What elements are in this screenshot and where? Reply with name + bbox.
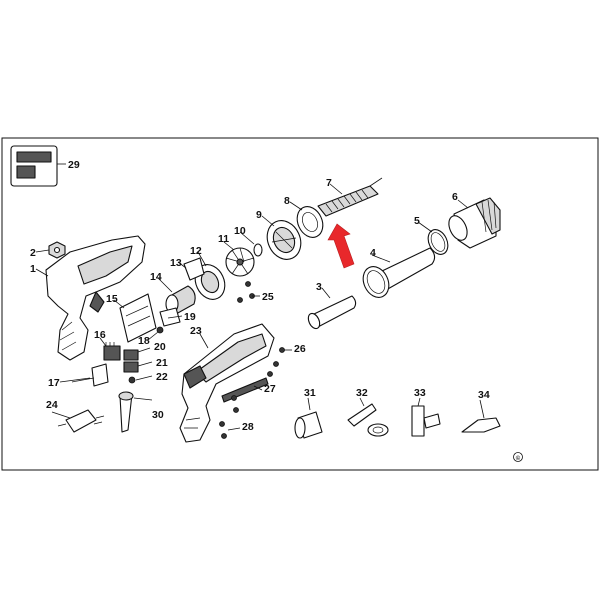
part-31-reducer-nozzle: [294, 397, 323, 439]
part-3-inner-tube: [307, 287, 357, 330]
part-12-motor-plate: [194, 251, 226, 300]
part-6-nozzle-cap: [448, 197, 501, 249]
part-32-reflector-nozzle: [347, 397, 389, 437]
part-29-label-plate: [10, 145, 66, 187]
part-30-stand: [118, 391, 153, 433]
callout-30: 30: [152, 409, 164, 421]
callout-32: 32: [356, 387, 368, 399]
callout-14: 14: [150, 271, 162, 283]
callout-13: 13: [170, 257, 182, 269]
part-34-flat-nozzle: [461, 399, 501, 433]
part-10-washer: [239, 231, 263, 257]
callout-22: 22: [156, 371, 168, 383]
part-16-switch: [99, 337, 121, 361]
part-17-cord-guard: [59, 363, 109, 387]
callout-10: 10: [234, 225, 246, 237]
callout-11: 11: [218, 233, 229, 245]
part-9-fan-cover: [261, 215, 302, 260]
part-21-connector: [123, 361, 153, 373]
callout-29: 29: [68, 159, 80, 171]
part-19-spring: [159, 307, 183, 327]
callout-19: 19: [184, 311, 196, 323]
callout-labels: 1234567891011121314151617181920212223242…: [30, 159, 490, 433]
part-7-heating-element: [317, 177, 383, 217]
callout-21: 21: [156, 357, 168, 369]
callout-4: 4: [370, 247, 376, 259]
part-23-heat-gun-assembly: [179, 323, 275, 443]
part-4-outer-tube: [362, 247, 436, 298]
callout-26: 26: [294, 343, 306, 355]
diagram-frame: [1, 137, 599, 471]
callout-20: 20: [154, 341, 166, 353]
copyright-symbol: ©: [516, 455, 521, 462]
part-28-screws: [219, 395, 241, 439]
callout-31: 31: [304, 387, 316, 399]
callout-34: 34: [478, 389, 490, 401]
callout-18: 18: [138, 335, 150, 347]
part-15-circuit-board: [113, 293, 157, 343]
callout-15: 15: [106, 293, 118, 305]
part-33-glass-protector-nozzle: [411, 397, 441, 437]
callout-27: 27: [264, 383, 276, 395]
highlight-arrow-icon: [327, 223, 355, 269]
part-27-strip: [221, 377, 269, 403]
part-2-nut: [35, 241, 66, 259]
part-8-mica-ring: [289, 201, 324, 238]
part-11-impeller: [223, 241, 255, 277]
part-24-mains-plug: [51, 409, 105, 433]
part-18-terminal: [147, 326, 164, 341]
callout-17: 17: [48, 377, 60, 389]
part-5-ring: [417, 221, 449, 255]
callout-6: 6: [452, 191, 458, 203]
callout-25: 25: [262, 291, 274, 303]
callout-12: 12: [190, 245, 202, 257]
callout-16: 16: [94, 329, 106, 341]
callout-28: 28: [242, 421, 254, 433]
callout-24: 24: [46, 399, 58, 411]
callout-33: 33: [414, 387, 426, 399]
part-22-plug-part: [128, 375, 153, 384]
part-14-motor: [157, 277, 196, 315]
callout-2: 2: [30, 247, 36, 259]
part-1-housing-half: [35, 235, 146, 361]
callout-8: 8: [284, 195, 290, 207]
callout-1: 1: [30, 263, 36, 275]
part-20-connector: [123, 347, 151, 361]
callout-23: 23: [190, 325, 202, 337]
part-13-bracket: [177, 257, 205, 281]
copyright-mark: ©: [513, 452, 523, 462]
part-26-screws: [267, 347, 292, 377]
callout-7: 7: [326, 177, 332, 189]
part-25-screws: [237, 281, 260, 303]
callout-5: 5: [414, 215, 420, 227]
callout-9: 9: [256, 209, 262, 221]
callout-3: 3: [316, 281, 322, 293]
